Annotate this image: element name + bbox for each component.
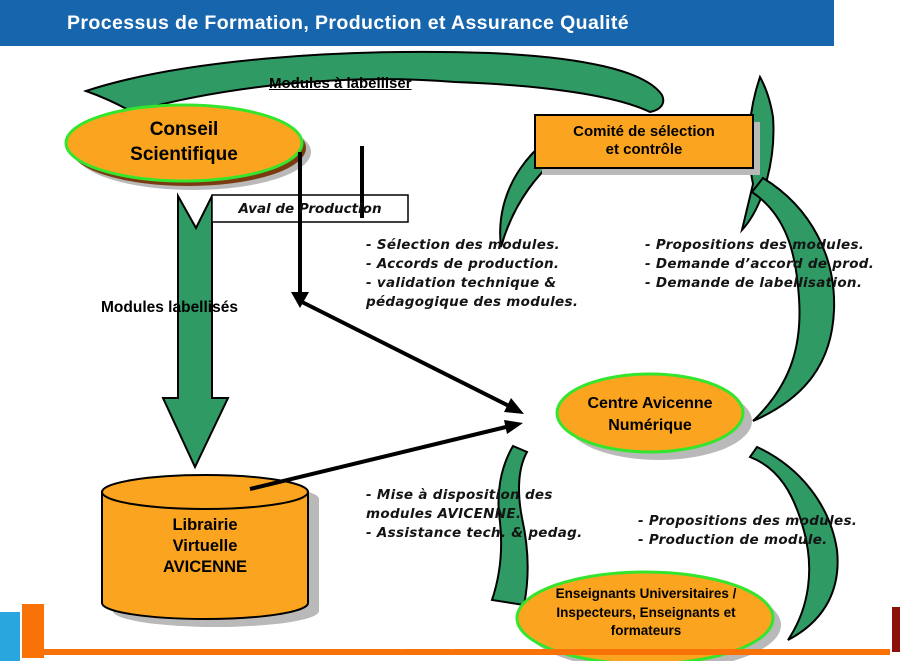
text-line: pédagogique des modules. (366, 294, 579, 310)
centre-node-label: Centre Avicenne Numérique (557, 393, 743, 437)
text-line: - Propositions des modules. (645, 237, 865, 253)
cylinder-top (101, 474, 309, 510)
connector-cylinder-to-centre (249, 425, 507, 491)
aval-box (211, 194, 409, 223)
text-line: Librairie (172, 516, 238, 534)
enseignants-ellipse (515, 570, 775, 661)
enseignants-node-label: Enseignants Universitaires / Inspecteurs… (520, 585, 772, 641)
text-line: et contrôle (605, 141, 683, 158)
text-line: Inspecteurs, Enseignants et (556, 604, 736, 620)
text-line: - Demande de labellisation. (645, 275, 863, 291)
curve-arrow-centre-to-enseignants-right (748, 445, 839, 641)
footer-horizontal-rule (44, 649, 890, 655)
text-line: - Propositions des modules. (638, 513, 858, 529)
conseil-ellipse (64, 103, 304, 183)
footer-orange-bar (22, 604, 44, 658)
comite-box (534, 114, 754, 169)
text-line: - Production de module. (638, 532, 828, 548)
text-line: - validation technique & (366, 275, 557, 291)
left-arrow-label: Modules labellisés (101, 299, 238, 316)
connector-cylinder-arrowhead (504, 420, 523, 434)
text-line: Centre Avicenne (587, 395, 713, 412)
note-mise: - Mise à disposition des modules AVICENN… (366, 486, 583, 543)
text-line: - Assistance tech. & pedag. (366, 525, 583, 541)
librairie-node-label: Librairie Virtuelle AVICENNE (130, 515, 280, 578)
text-line: Enseignants Universitaires / (555, 586, 737, 601)
curve-arrow-comite-to-centre-right (750, 176, 836, 422)
text-line: AVICENNE (162, 558, 248, 576)
connector-conseil-down-arrowhead (291, 292, 309, 308)
down-arrow-modules-labellises (161, 192, 230, 470)
text-line: - Accords de production. (366, 256, 560, 272)
connector-elbow-arrowhead (504, 398, 524, 414)
comite-node-label: Comité de sélection et contrôle (535, 123, 753, 159)
text-line: - Demande d’accord de prod. (645, 256, 875, 272)
footer-maroon-bar (892, 607, 900, 652)
connector-elbow-to-centre (301, 300, 510, 408)
page-title: Processus de Formation, Production et As… (67, 12, 629, 34)
footer-blue-square (0, 612, 20, 661)
flow-arrow-modules-a-labelliser (82, 50, 665, 114)
text-line: modules AVICENNE. (366, 506, 522, 522)
text-line: Conseil (149, 119, 219, 140)
top-arrow-label: Modules à labelliser (269, 75, 412, 92)
text-line: Numérique (608, 417, 692, 434)
aval-label: Aval de Production (238, 201, 382, 217)
cylinder-body (101, 491, 309, 620)
text-line: Scientifique (130, 144, 238, 165)
conseil-node-label: Conseil Scientifique (74, 117, 294, 167)
text-line: Comité de sélection (573, 123, 715, 140)
footer-mark: " (450, 646, 454, 655)
note-propositions-top: - Propositions des modules. - Demande d’… (645, 236, 874, 293)
text-line: - Mise à disposition des (366, 487, 553, 503)
text-line: formateurs (610, 623, 682, 638)
text-line: Virtuelle (172, 537, 238, 555)
footer-mark: " (400, 646, 404, 655)
text-line: - Sélection des modules. (366, 237, 560, 253)
note-propositions-bottom: - Propositions des modules. - Production… (638, 512, 857, 550)
note-selection: - Sélection des modules. - Accords de pr… (366, 236, 578, 312)
title-bar: Processus de Formation, Production et As… (0, 0, 834, 46)
centre-ellipse (555, 372, 745, 454)
